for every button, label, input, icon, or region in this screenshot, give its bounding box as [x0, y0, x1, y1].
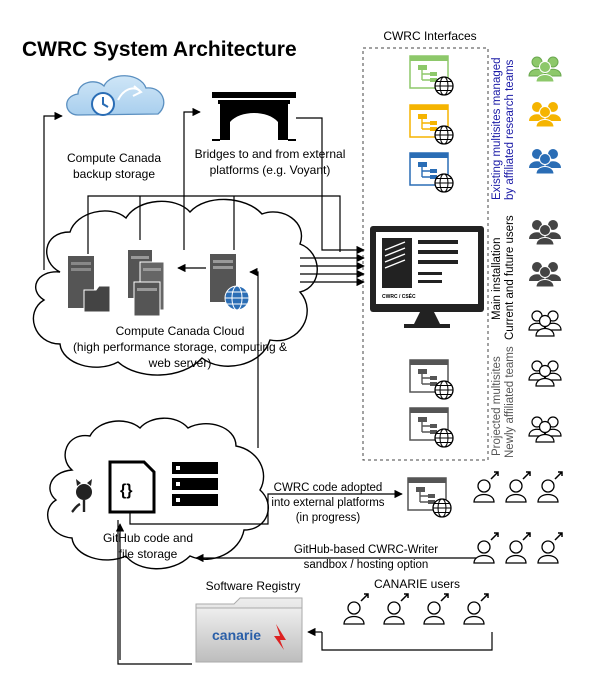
connector-lines [43, 107, 493, 665]
main-label-line1: Main installation [491, 238, 503, 320]
svg-text:GitHub code and: GitHub code and [103, 531, 193, 545]
users-group-yellow-icon [528, 101, 562, 128]
svg-text:web server): web server) [148, 356, 212, 370]
backup-cloud-icon [66, 75, 165, 116]
svg-text:(in progress): (in progress) [296, 512, 361, 524]
users-group-dark-icon-1 [528, 219, 562, 246]
users-group-blue-icon [528, 148, 562, 175]
svg-text:CWRC code adopted: CWRC code adopted [274, 482, 383, 494]
canarie-users-label: CANARIE users [374, 577, 460, 591]
sitemap-gray-icon-2 [409, 407, 454, 448]
page-title: CWRC System Architecture [22, 38, 297, 61]
bridge-icon [212, 92, 296, 141]
sitemap-green-icon [409, 55, 454, 96]
svg-text:Bridges to and from external: Bridges to and from external [195, 147, 346, 161]
users-group-outline-icon-3 [528, 416, 562, 443]
external-platform-icon [407, 477, 452, 518]
interfaces-box [362, 47, 489, 461]
canarie-user-icon-2 [383, 593, 409, 625]
backup-label-line2: backup storage [73, 167, 155, 181]
github-octocat-icon [71, 479, 92, 513]
existing-label-line2: by affiliated research teams [504, 59, 516, 200]
sandbox-user-icon-2 [505, 532, 531, 564]
main-label-line2: Current and future users [504, 215, 516, 340]
svg-text:Main installation: Main installation [491, 238, 503, 320]
server-stack-icon [128, 250, 165, 317]
external-user-icon-2 [505, 471, 531, 503]
svg-text:Existing multisites managed: Existing multisites managed [491, 57, 503, 200]
cloud-label-line1: Compute Canada Cloud [116, 324, 245, 338]
adopted-label-line1: CWRC code adopted [274, 482, 383, 494]
code-file-icon: {} [108, 460, 156, 514]
monitor-label: CWRC / CSÉC [382, 292, 416, 300]
projected-label-line1: Projected multisites [491, 356, 503, 456]
interfaces-label: CWRC Interfaces [383, 29, 476, 43]
canarie-logo-text: canarie [212, 627, 261, 643]
svg-text:by affiliated research teams: by affiliated research teams [504, 59, 516, 200]
external-user-icon-1 [473, 471, 499, 503]
users-group-dark-icon-2 [528, 261, 562, 288]
github-cloud [47, 417, 269, 570]
compute-canada-cloud [32, 198, 318, 376]
svg-text:Newly affiliated teams: Newly affiliated teams [504, 346, 516, 458]
svg-text:file storage: file storage [119, 547, 178, 561]
sandbox-user-icon-3 [537, 532, 563, 564]
canarie-folder-icon: canarie [195, 597, 303, 663]
svg-text:Projected multisites: Projected multisites [491, 356, 503, 456]
users-group-outline-icon-2 [528, 360, 562, 387]
sandbox-label-line2: sandbox / hosting option [304, 559, 429, 571]
github-label-line1: GitHub code and [103, 531, 193, 545]
github-label-line2: file storage [119, 547, 178, 561]
canarie-user-icon-4 [463, 593, 489, 625]
canarie-user-icon-1 [343, 593, 369, 625]
users-group-green-icon [528, 56, 562, 83]
svg-text:Current and future users: Current and future users [504, 215, 516, 340]
svg-text:platforms (e.g. Voyant): platforms (e.g. Voyant) [210, 163, 331, 177]
adopted-label-line2: into external platforms [271, 497, 384, 509]
bridges-label-line2: platforms (e.g. Voyant) [210, 163, 331, 177]
adopted-label-line3: (in progress) [296, 512, 361, 524]
cwrc-monitor-icon: CWRC / CSÉC [370, 226, 484, 328]
svg-text:(high performance storage, com: (high performance storage, computing & [73, 340, 287, 354]
svg-text:into external platforms: into external platforms [271, 497, 384, 509]
svg-text:Compute Canada: Compute Canada [67, 151, 161, 165]
svg-text:backup storage: backup storage [73, 167, 155, 181]
svg-text:GitHub-based CWRC-Writer: GitHub-based CWRC-Writer [294, 544, 438, 556]
canarie-user-icon-3 [423, 593, 449, 625]
web-server-icon [210, 254, 250, 311]
sandbox-user-icon-1 [473, 532, 499, 564]
cloud-label-line3: web server) [148, 356, 212, 370]
projected-label-line2: Newly affiliated teams [504, 346, 516, 458]
users-group-outline-icon-1 [528, 310, 562, 337]
cloud-label-line2: (high performance storage, computing & [73, 340, 287, 354]
external-user-icon-3 [537, 471, 563, 503]
sitemap-gray-icon-1 [409, 359, 454, 400]
backup-label-line1: Compute Canada [67, 151, 161, 165]
database-icon [172, 462, 218, 506]
server-with-folder-icon [68, 256, 111, 313]
svg-text:Compute Canada Cloud: Compute Canada Cloud [116, 324, 245, 338]
sitemap-yellow-icon [409, 104, 454, 145]
sandbox-label-line1: GitHub-based CWRC-Writer [294, 544, 438, 556]
existing-label-line1: Existing multisites managed [491, 57, 503, 200]
registry-label: Software Registry [206, 579, 301, 593]
sitemap-blue-icon [409, 152, 454, 193]
svg-text:{}: {} [120, 482, 132, 499]
bridges-label-line1: Bridges to and from external [195, 147, 346, 161]
svg-text:sandbox / hosting option: sandbox / hosting option [304, 559, 429, 571]
